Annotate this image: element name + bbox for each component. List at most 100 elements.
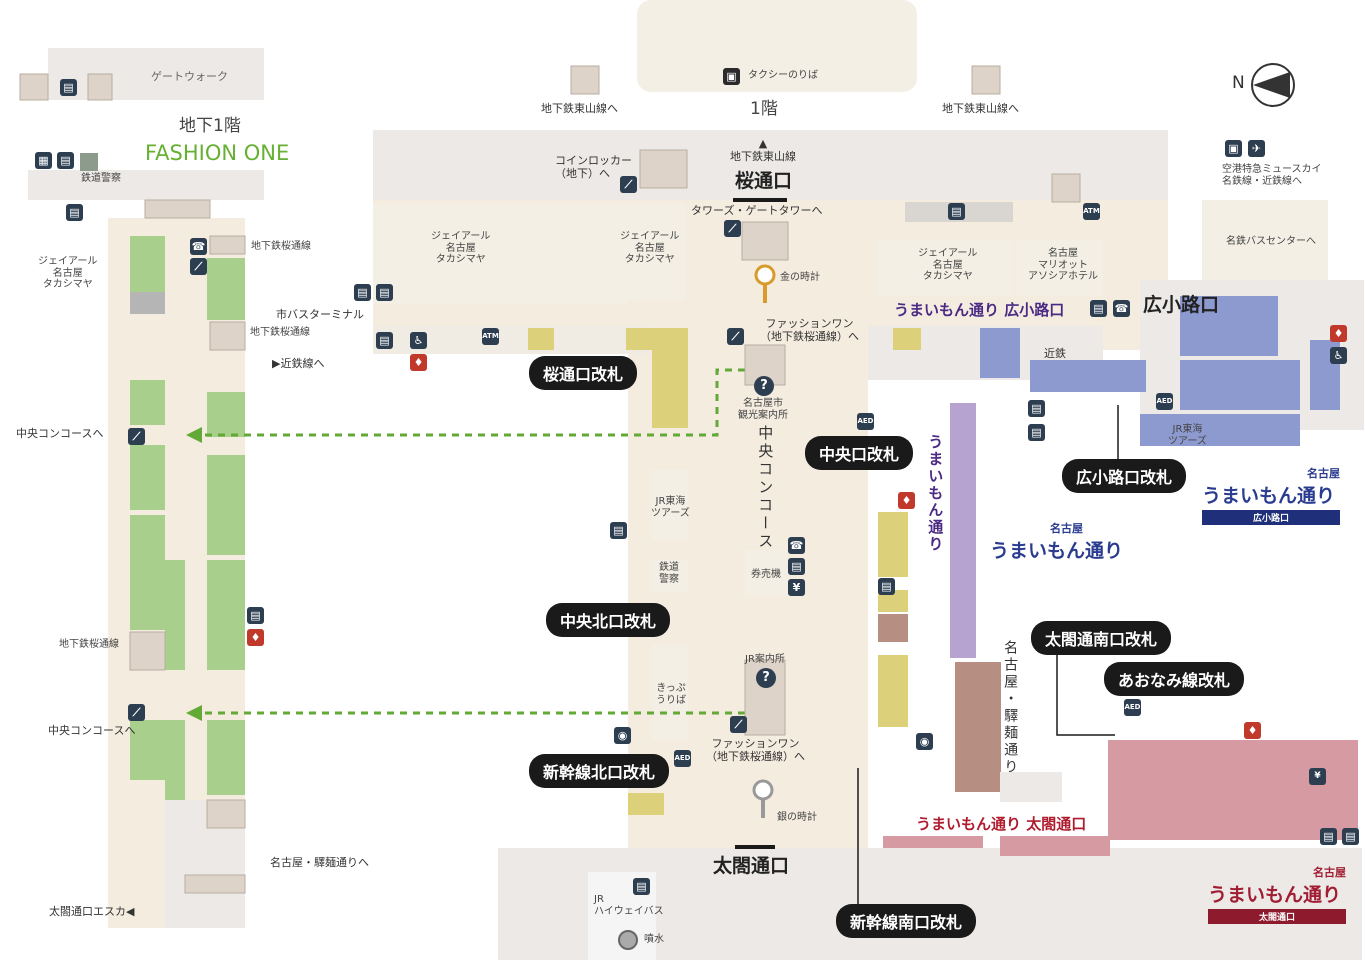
locker-icon: ▤ [1090,300,1107,317]
route-lines [200,368,745,715]
coin-locker-label: コインロッカー （地下）へ [555,154,632,180]
ticket-machine-label: 券売機 [751,569,781,580]
fashion-one-link[interactable]: ファッションワン （地下鉄桜通線）へ [706,737,805,763]
higashiyama-link[interactable]: 地下鉄東山線へ [942,102,1019,115]
central-concourse-label: 中央コンコース [756,425,775,551]
marriott-label: 名古屋 マリオット アソシアホテル [1028,248,1098,282]
locker-icon: ▤ [633,878,650,895]
city-bus-label[interactable]: 市バスターミナル [276,308,364,321]
escalator-icon: ⟋ [620,176,637,193]
gold-clock-icon [754,264,776,303]
phone-icon: ☎ [1113,300,1130,317]
central-concourse-link[interactable]: 中央コンコースへ [16,427,104,440]
toilet-icon: ♦ [898,492,915,509]
locker-icon: ▤ [1028,424,1045,441]
taiko-south-gate[interactable]: 太閤通南口改札 [1031,621,1172,655]
locker-icon: ▤ [1028,400,1045,417]
locker-icon: ▤ [610,522,627,539]
towers-link[interactable]: タワーズ・ゲートタワーへ [691,204,823,217]
airplane-icon: ✈ [1248,140,1265,157]
compass-label: N [1232,73,1245,93]
taxi-icon: ▣ [723,68,740,85]
locker-icon: ▤ [1342,828,1359,845]
tourist-info-label: 名古屋市 観光案内所 [738,398,788,421]
kintetsu-label: 近鉄 [1044,347,1066,360]
taiko-exit-bar [735,845,775,849]
aed-icon: AED [1124,699,1141,716]
central-concourse-link[interactable]: 中央コンコースへ [48,724,136,737]
escalator-icon: ⟋ [190,258,207,275]
train-icon: ▣ [1225,140,1242,157]
fashion-one-title: FASHION ONE [145,141,290,165]
airport-link[interactable]: 空港特急ミュースカイ 名鉄線・近鉄線へ [1222,164,1322,187]
locker-icon: ▤ [354,284,371,301]
umaimon-logo: 名古屋 うまいもん通り [990,522,1124,562]
umaimon-taiko-label: うまいもん通り 太閤通口 [916,815,1087,833]
escalator-icon: ⟋ [128,428,145,445]
jr-info-label: JR案内所 [745,654,785,665]
escalator-icon: ⟋ [128,704,145,721]
elevator-icon: ▦ [35,152,52,169]
toilet-icon: ♦ [247,629,264,646]
aed-icon: AED [1156,393,1173,410]
silver-clock-label: 銀の時計 [777,812,817,823]
toilet-icon: ♦ [410,354,427,371]
umaimon-hirokoji-label: うまいもん通り 広小路口 [894,301,1065,319]
kippu-label: きっぷ うりば [656,683,686,706]
umaimon-taiko-logo: 名古屋 うまいもん通り 太閤通口 [1208,866,1346,924]
higashiyama-link[interactable]: 地下鉄東山線へ [541,102,618,115]
b1-subway-sakura-label: 地下鉄桜通線 [251,241,311,252]
ramen-street-label: 名古屋・驛麺通り [1002,640,1019,776]
toilet-icon: ♦ [1244,722,1261,739]
info-icon: ? [754,376,774,396]
fountain-label: 噴水 [644,934,664,945]
locker-icon: ▤ [66,204,83,221]
taiko-esca-link[interactable]: 太閤通口エスカ◀ [49,905,135,918]
hirokoji-gate[interactable]: 広小路口改札 [1062,459,1187,493]
gate-walk-label: ゲートウォーク [151,70,228,83]
escalator-icon: ⟋ [727,328,744,345]
locker-icon: ▤ [57,152,74,169]
sakura-gate[interactable]: 桜通口改札 [529,356,638,390]
f1-main [373,296,1362,960]
b1-subway-sakura-label: 地下鉄桜通線 [59,639,119,650]
b1-floor [28,48,264,928]
locker-icon: ▤ [376,284,393,301]
gate-connectors [857,405,1119,905]
silver-clock-icon [752,779,774,818]
hirokoji-exit-label: 広小路口 [1143,294,1220,316]
escalator-icon: ⟋ [724,220,741,237]
shinkansen-south-gate[interactable]: 新幹線南口改札 [836,904,977,938]
sakura-exit-label: 桜通口 [735,170,793,192]
chuo-gate[interactable]: 中央口改札 [805,436,914,470]
rail-police-label: 鉄道 警察 [659,562,679,585]
takashimaya-label: ジェイアール 名古屋 タカシマヤ [431,231,491,265]
ramen-street-link[interactable]: 名古屋・驛麺通りへ [270,856,369,869]
jr-highway-bus-label: JR ハイウェイバス [594,894,664,917]
phone-icon: ☎ [788,537,805,554]
aonami-gate[interactable]: あおなみ線改札 [1104,662,1245,696]
toilet-icon: ♦ [1330,325,1347,342]
gold-clock-label: 金の時計 [780,272,820,283]
yen-atm-icon: ¥ [1309,768,1326,785]
higashiyama-label: ▲地下鉄東山線 [730,137,796,163]
aed-icon: AED [674,750,691,767]
shinkansen-north-gate[interactable]: 新幹線北口改札 [529,754,670,788]
coffee-icon: ◉ [916,733,933,750]
locker-icon: ▤ [788,558,805,575]
kintetsu-link[interactable]: ▶近鉄線へ [272,357,325,370]
atm-icon: ATM [482,328,499,345]
aed-icon: AED [857,413,874,430]
b1-takashimaya-label: ジェイアール 名古屋 タカシマヤ [38,256,98,290]
locker-icon: ▤ [878,578,895,595]
coffee-icon: ◉ [614,727,631,744]
chuo-north-gate[interactable]: 中央北口改札 [546,603,671,637]
f1-floor-title: 1階 [750,99,778,119]
locker-icon: ▤ [60,79,77,96]
takashimaya-label: ジェイアール 名古屋 タカシマヤ [620,231,680,265]
atm-icon: ATM [1083,203,1100,220]
meitetsu-bus-link[interactable]: 名鉄バスセンターへ [1226,236,1316,247]
locker-icon: ▤ [376,332,393,349]
fashion-one-link[interactable]: ファッションワン （地下鉄桜通線）へ [760,317,859,343]
